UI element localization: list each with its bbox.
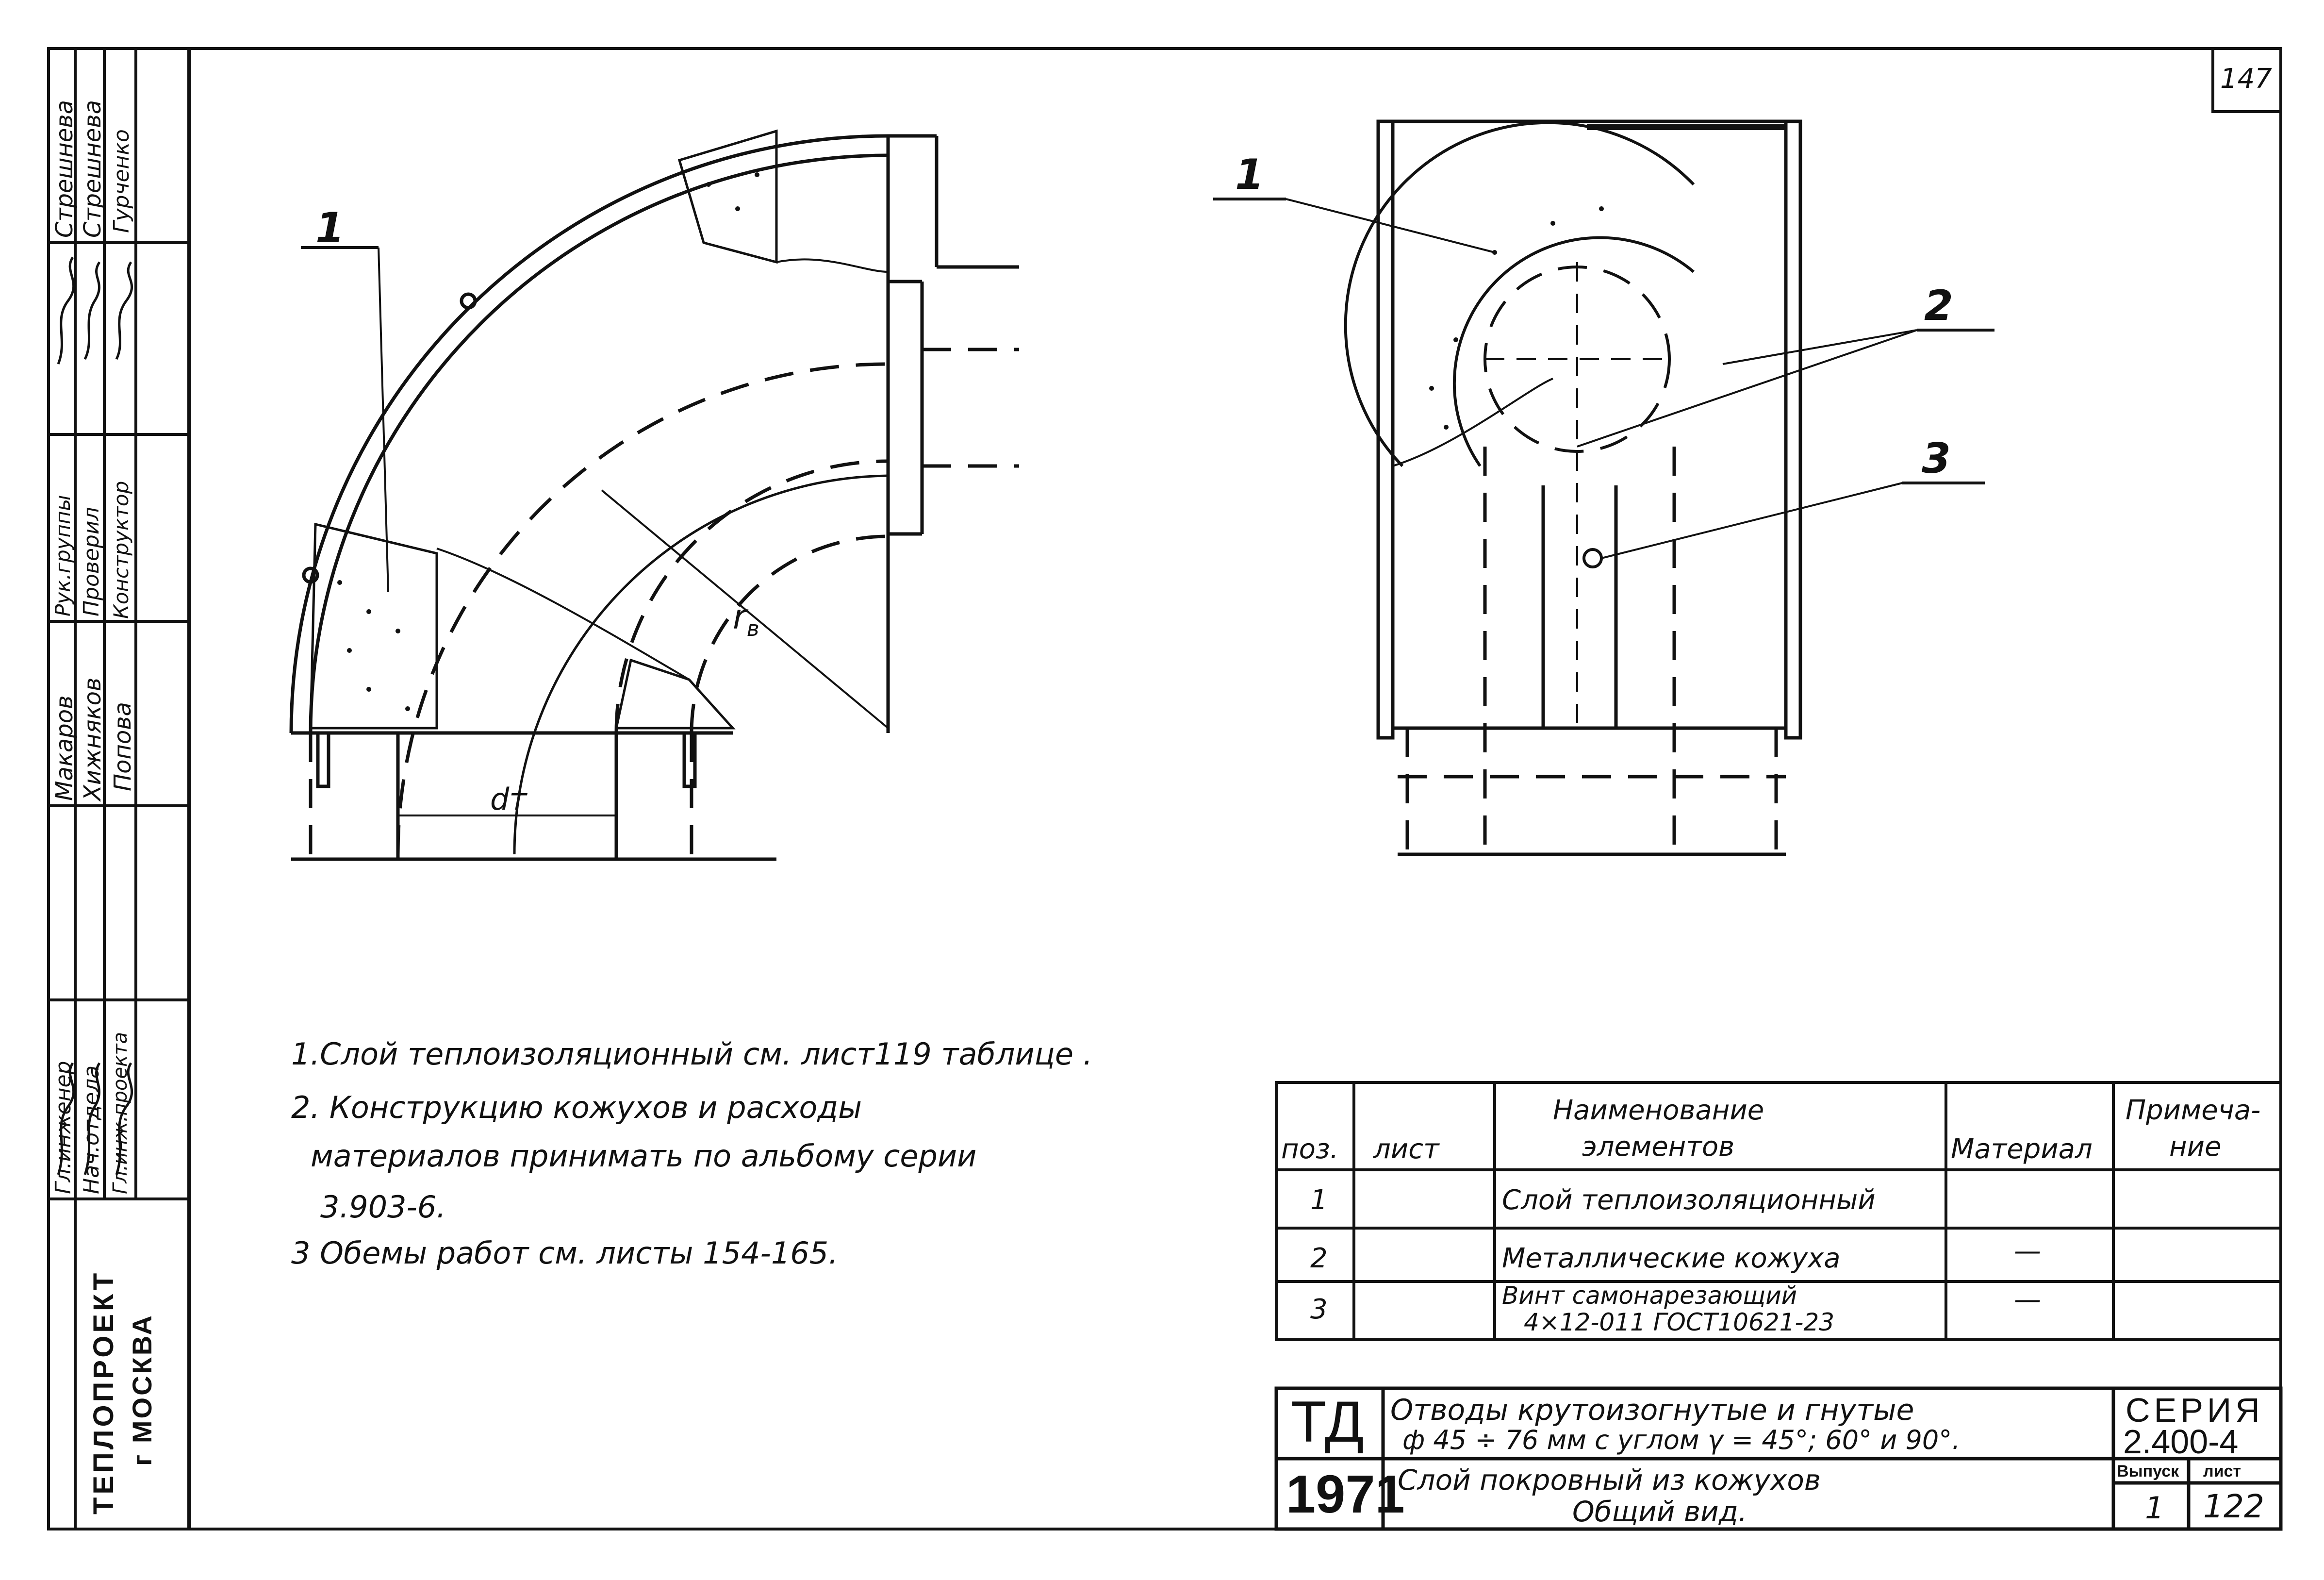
- note-3: 3 Обемы работ см. листы 154-165.: [291, 1235, 838, 1271]
- row2-name: Металлические кожуха: [1502, 1243, 1841, 1274]
- th-pos: поз.: [1281, 1133, 1339, 1165]
- outer-frame: [47, 47, 2282, 1530]
- callout-3: 3: [1922, 434, 1951, 483]
- callout-1-right: 1: [1235, 150, 1264, 199]
- th-note-1: Примеча-: [2126, 1095, 2261, 1126]
- series-label: СЕРИЯ: [2126, 1391, 2264, 1429]
- series-number: 2.400-4: [2123, 1423, 2239, 1461]
- insulation-texture: [337, 172, 1604, 711]
- sheet-label: лист: [2203, 1462, 2242, 1480]
- year: 1971: [1286, 1464, 1405, 1524]
- row1-name: Слой теплоизоляционный: [1502, 1184, 1876, 1216]
- row3-name-1: Винт самонарезающий: [1502, 1281, 1797, 1310]
- th-name-2: элементов: [1582, 1131, 1735, 1163]
- subtitle-line-2: Общий вид.: [1572, 1495, 1747, 1528]
- note-1: 1.Слой теплоизоляционный см. лист119 таб…: [291, 1036, 1093, 1072]
- row2-material: —: [2014, 1235, 2041, 1267]
- row3-name-2: 4×12-011 ГОСТ10621-23: [1524, 1308, 1835, 1336]
- diameter-label: dт: [490, 782, 527, 817]
- th-material: Материал: [1951, 1133, 2093, 1165]
- elbow-drawing: [289, 129, 1019, 861]
- org-code: ТД: [1291, 1389, 1364, 1454]
- note-2: 2. Конструкцию кожухов и расходы: [291, 1090, 862, 1125]
- subtitle-line-1: Слой покровный из кожухов: [1398, 1464, 1821, 1497]
- th-name-1: Наименование: [1553, 1095, 1764, 1126]
- issue-number: 1: [2145, 1490, 2164, 1526]
- title-line-1: Отводы крутоизогнутые и гнутые: [1390, 1393, 1914, 1427]
- side-view-drawing: [1213, 119, 1994, 856]
- callout-1-left: 1: [315, 204, 345, 252]
- sheet-value: 122: [2203, 1488, 2264, 1525]
- org-name-1: ТЕПЛОПРОЕКТ: [88, 1270, 119, 1514]
- row2-pos: 2: [1310, 1243, 1328, 1274]
- spec-table: [1275, 1081, 2282, 1341]
- org-name-2: г МОСКВА: [127, 1314, 157, 1466]
- title-line-2: ф 45 ÷ 76 мм с углом γ = 45°; 60° и 90°.: [1402, 1425, 1961, 1455]
- radius-symbol: r: [733, 597, 747, 637]
- row1-pos: 1: [1310, 1184, 1328, 1216]
- radius-label: rв: [733, 597, 759, 641]
- sheet-number: 147: [2220, 63, 2272, 95]
- note-2-cont: материалов принимать по альбому серии: [311, 1138, 977, 1174]
- th-note-2: ние: [2169, 1131, 2222, 1163]
- row3-pos: 3: [1310, 1294, 1328, 1325]
- radius-subscript: в: [746, 616, 759, 641]
- callout-2: 2: [1924, 282, 1953, 330]
- signatures: [57, 256, 133, 1175]
- issue-label: Выпуск: [2117, 1462, 2179, 1480]
- title-block: [1274, 1386, 2283, 1531]
- note-2-series: 3.903-6.: [320, 1189, 446, 1225]
- row3-material: —: [2014, 1284, 2041, 1315]
- th-sheet: лист: [1373, 1133, 1439, 1165]
